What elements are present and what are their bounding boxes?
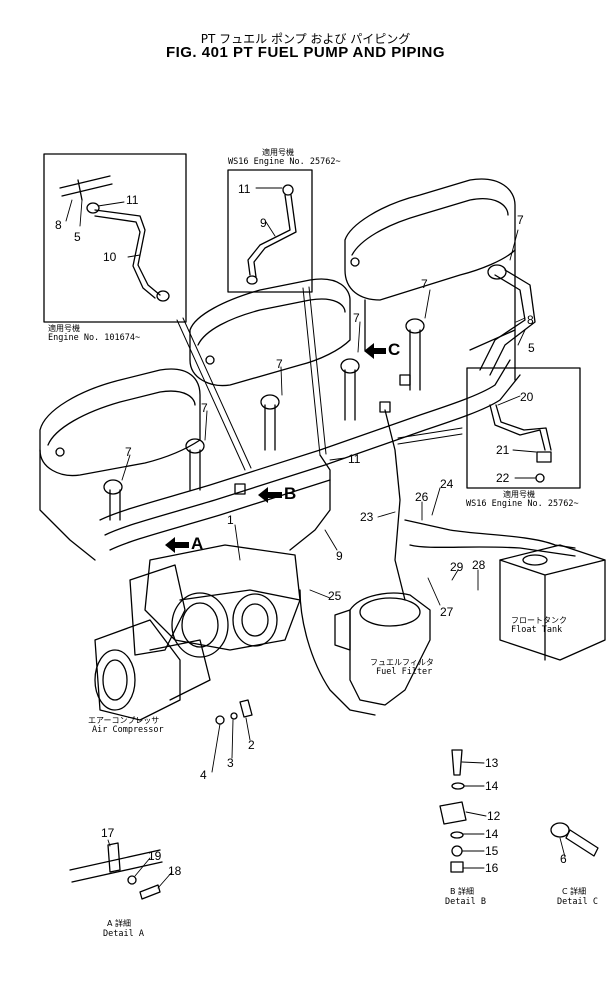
float-tank-label-jp: フロートタンク [511,616,567,625]
inset-box-center [227,169,313,293]
engine-block [39,178,516,561]
detail-a-label-en: Detail A [103,929,144,939]
arrow-b-icon [258,487,282,503]
callout-29: 29 [450,560,464,574]
inset-right-note-jp: 適用号機 [503,490,535,499]
overflow-tubes [176,286,463,471]
callout-10-inset: 10 [103,250,117,264]
arrow-a-icon [165,537,189,553]
callout-21: 21 [496,443,510,457]
callout-17: 17 [101,826,115,840]
callout-15: 15 [485,844,499,858]
title-japanese: PT フュエル ポンプ および パイピング [200,32,411,46]
callout-1: 1 [227,513,234,527]
callout-20: 20 [520,390,534,404]
callout-11-center: 11 [238,182,251,196]
detail-b-drawing [439,749,467,873]
inset-center-note-en: WS16 Engine No. 25762~ [228,157,341,167]
callout-13: 13 [485,756,499,770]
callout-2: 2 [248,738,255,752]
callout-5-inset: 5 [74,230,81,244]
arrow-c-icon [364,343,386,359]
inset-box-right [466,367,581,489]
callout-9: 9 [336,549,343,563]
float-tank [499,544,606,661]
callout-7-a: 7 [517,213,524,227]
detail-c-drawing [550,822,599,857]
inset-center-note-jp: 適用号機 [262,148,294,157]
callout-14-a: 14 [485,779,499,793]
callout-18: 18 [168,864,182,878]
fuel-filter-label-en: Fuel Filter [376,667,433,677]
air-compressor-label-en: Air Compressor [92,725,164,735]
fuel-filter-label-jp: フュエルフィルタ [370,658,434,667]
callout-9-center: 9 [260,216,267,230]
detail-c-label-jp: C 詳細 [562,887,587,896]
callout-28: 28 [472,558,486,572]
view-arrows [165,343,386,553]
callout-7-d: 7 [276,357,283,371]
callout-16: 16 [485,861,499,875]
callout-8: 8 [527,313,534,327]
title-english: FIG. 401 PT FUEL PUMP AND PIPING [165,44,446,61]
callout-27: 27 [440,605,454,619]
fuel-filter [334,592,431,706]
callout-12: 12 [487,809,501,823]
callout-3: 3 [227,756,234,770]
callout-7-b: 7 [421,277,428,291]
fuel-lines [99,264,576,716]
arrow-b-label: B [284,484,297,503]
fuel-pump-assembly [94,544,301,725]
inset-right-note-en: WS16 Engine No. 25762~ [466,499,579,509]
inset-left-note-en: Engine No. 101674~ [48,333,141,343]
callout-6: 6 [560,852,567,866]
detail-a-drawing [69,842,163,900]
arrow-c-label: C [388,340,401,359]
callout-7-f: 7 [125,445,132,459]
callout-26: 26 [415,490,429,504]
air-compressor-label-jp: エアーコンプレッサ [88,716,160,725]
float-tank-label-en: Float Tank [511,625,563,635]
callout-11-inset: 11 [126,193,139,207]
callout-11: 11 [348,452,361,466]
leader-lines [65,187,566,889]
inset-left-note-jp: 適用号機 [48,324,80,333]
callout-19: 19 [148,849,162,863]
callout-24: 24 [440,477,454,491]
detail-a-label-jp: A 詳細 [107,919,132,928]
callout-14-b: 14 [485,827,499,841]
detail-b-label-jp: B 詳細 [450,887,475,896]
inset-box-left [43,153,187,323]
callout-7-e: 7 [201,401,208,415]
callout-23: 23 [360,510,374,524]
detail-c-label-en: Detail C [557,897,598,907]
callout-22: 22 [496,471,510,485]
callout-25: 25 [328,589,342,603]
callout-5: 5 [528,341,535,355]
callout-7-c: 7 [353,311,360,325]
detail-b-label-en: Detail B [445,897,486,907]
callout-8-inset: 8 [55,218,62,232]
callout-4: 4 [200,768,207,782]
arrow-a-label: A [191,534,204,553]
